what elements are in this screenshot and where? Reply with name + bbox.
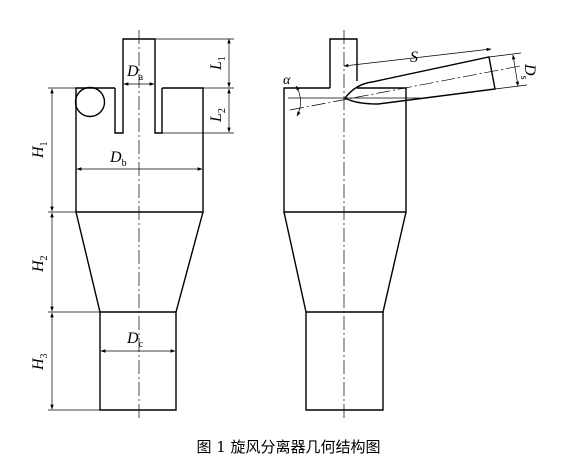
label-S: S bbox=[410, 49, 418, 66]
label-Ds: Ds bbox=[518, 63, 538, 80]
front-view bbox=[74, 38, 204, 411]
cone-outline bbox=[75, 211, 204, 313]
inlet-pipe bbox=[343, 56, 496, 105]
side-cylinder-outline bbox=[283, 87, 407, 213]
front-view-dimensions bbox=[48, 38, 234, 411]
cylinder-body-outline bbox=[75, 87, 204, 213]
side-view-dimensions bbox=[288, 47, 528, 117]
inlet-circle bbox=[74, 86, 106, 118]
label-alpha: α bbox=[283, 73, 291, 88]
vortex-finder-outline bbox=[114, 38, 163, 134]
label-Da: Da bbox=[126, 63, 144, 83]
label-H1: H1 bbox=[30, 141, 50, 159]
side-outlet-tube bbox=[329, 38, 358, 88]
label-Dc: Dc bbox=[126, 330, 144, 350]
label-H3: H3 bbox=[30, 353, 50, 371]
label-L1: L1 bbox=[208, 56, 228, 71]
label-Db: Db bbox=[109, 149, 127, 169]
side-dust-outlet-outline bbox=[305, 312, 384, 411]
label-L2: L2 bbox=[208, 108, 228, 123]
dust-outlet-outline bbox=[99, 312, 177, 411]
side-view bbox=[283, 38, 496, 411]
side-cone-outline bbox=[283, 211, 407, 313]
figure-caption: 图 1 旋风分离器几何结构图 bbox=[196, 438, 381, 456]
label-H2: H2 bbox=[30, 255, 50, 273]
